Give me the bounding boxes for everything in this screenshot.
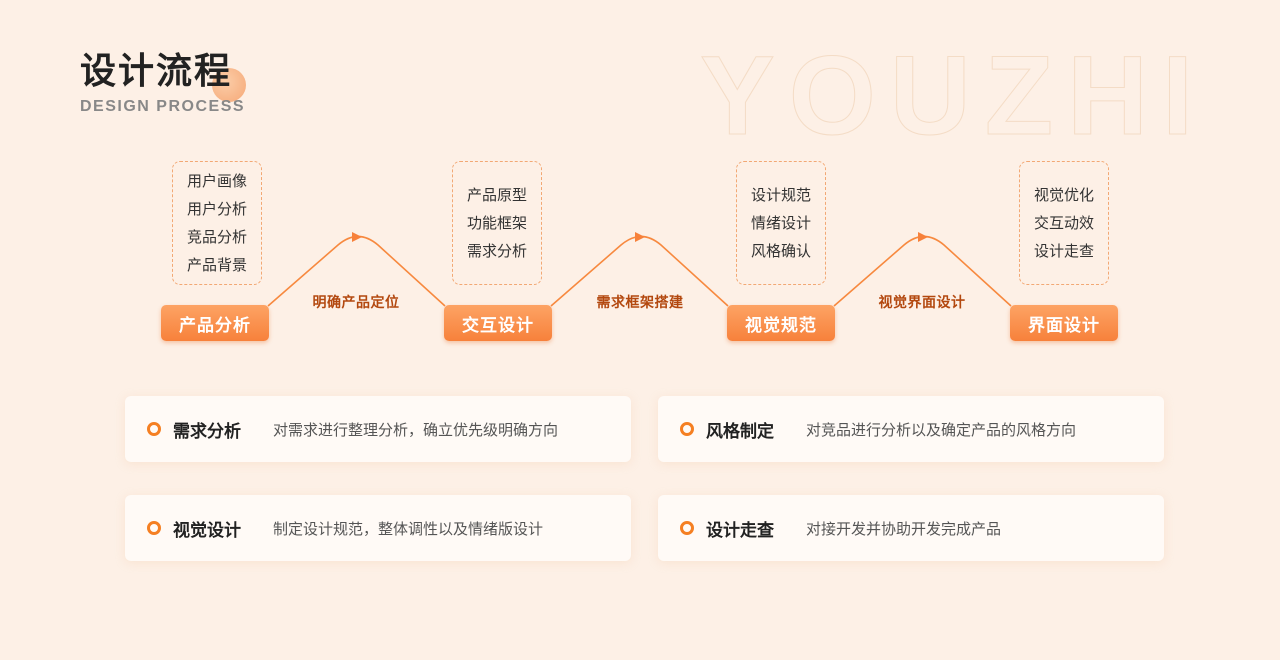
- detail-item: 视觉优化: [1033, 186, 1094, 204]
- step-2-details: 产品原型 功能框架 需求分析: [452, 161, 542, 285]
- detail-item: 交互动效: [1033, 214, 1094, 232]
- card-description: 制定设计规范，整体调性以及情绪版设计: [273, 519, 544, 538]
- page-title: 设计流程: [80, 51, 233, 92]
- detail-item: 需求分析: [466, 242, 527, 260]
- card-description: 对接开发并协助开发完成产品: [806, 519, 1002, 538]
- page-header: 设计流程 DESIGN PROCESS: [80, 50, 246, 116]
- ring-bullet-icon: [147, 521, 161, 535]
- detail-item: 用户画像: [186, 172, 247, 190]
- ring-bullet-icon: [680, 521, 694, 535]
- step-ui-design: 界面设计: [1010, 305, 1118, 341]
- ring-bullet-icon: [147, 422, 161, 436]
- detail-item: 产品原型: [466, 186, 527, 204]
- step-visual-spec: 视觉规范: [727, 305, 835, 341]
- card-style-definition: 风格制定 对竞品进行分析以及确定产品的风格方向: [658, 396, 1164, 462]
- connector-label: 视觉界面设计: [878, 295, 966, 311]
- page-subtitle: DESIGN PROCESS: [80, 98, 246, 115]
- ring-bullet-icon: [680, 422, 694, 436]
- connector-label: 需求框架搭建: [596, 295, 684, 311]
- detail-item: 设计走查: [1033, 242, 1094, 260]
- step-3-details: 设计规范 情绪设计 风格确认: [736, 161, 826, 285]
- step-4-details: 视觉优化 交互动效 设计走查: [1019, 161, 1109, 285]
- decorative-dot-icon: [212, 68, 246, 102]
- connector-label: 明确产品定位: [312, 295, 400, 311]
- step-1-details: 用户画像 用户分析 竞品分析 产品背景: [172, 161, 262, 285]
- detail-item: 功能框架: [466, 214, 527, 232]
- card-title: 需求分析: [173, 421, 241, 442]
- card-title: 风格制定: [706, 421, 774, 442]
- detail-item: 设计规范: [750, 186, 811, 204]
- step-interaction-design: 交互设计: [444, 305, 552, 341]
- detail-item: 风格确认: [750, 242, 811, 260]
- detail-item: 竞品分析: [186, 228, 247, 246]
- card-design-review: 设计走查 对接开发并协助开发完成产品: [658, 495, 1164, 561]
- card-description: 对竞品进行分析以及确定产品的风格方向: [806, 420, 1077, 439]
- card-visual-design: 视觉设计 制定设计规范，整体调性以及情绪版设计: [125, 495, 631, 561]
- step-product-analysis: 产品分析: [161, 305, 269, 341]
- card-title: 视觉设计: [173, 520, 241, 541]
- watermark-text: YOUZHI: [699, 33, 1208, 158]
- detail-item: 情绪设计: [750, 214, 811, 232]
- card-description: 对需求进行整理分析，确立优先级明确方向: [273, 420, 559, 439]
- card-title: 设计走查: [706, 520, 774, 541]
- detail-item: 产品背景: [186, 256, 247, 274]
- card-requirement-analysis: 需求分析 对需求进行整理分析，确立优先级明确方向: [125, 396, 631, 462]
- detail-item: 用户分析: [186, 200, 247, 218]
